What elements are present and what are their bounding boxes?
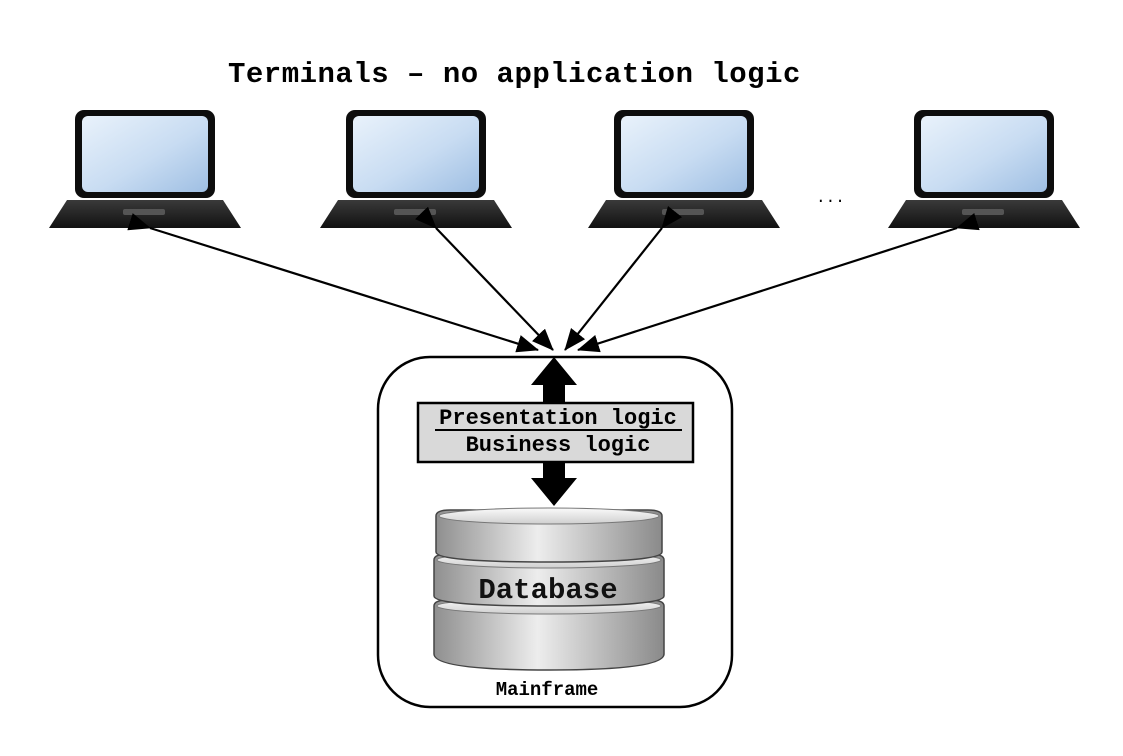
terminal-1 (49, 110, 241, 228)
connection-arrow-2 (414, 206, 554, 351)
terminal-2 (320, 110, 512, 228)
connection-arrow-4 (577, 212, 980, 353)
mainframe-label: Mainframe (496, 679, 599, 701)
presentation-logic-label: Presentation logic (439, 406, 677, 431)
more-terminals-ellipsis: ... (816, 189, 845, 207)
connection-arrow-1 (127, 213, 539, 353)
diagram-title: Terminals – no application logic (228, 58, 801, 91)
terminal-3 (588, 110, 780, 228)
thick-arrow-bottom (531, 462, 577, 506)
laptop-icon (49, 110, 241, 228)
business-logic-label: Business logic (466, 433, 651, 458)
laptop-icon (588, 110, 780, 228)
connection-arrow-3 (564, 205, 683, 351)
laptop-icon (888, 110, 1080, 228)
database-icon (433, 507, 665, 671)
thick-arrow-top (531, 357, 577, 403)
logic-box: Presentation logic Business logic (416, 401, 695, 464)
connection-arrows (127, 205, 980, 353)
terminal-4 (888, 110, 1080, 228)
database-label: Database (478, 574, 617, 607)
laptop-icon (320, 110, 512, 228)
